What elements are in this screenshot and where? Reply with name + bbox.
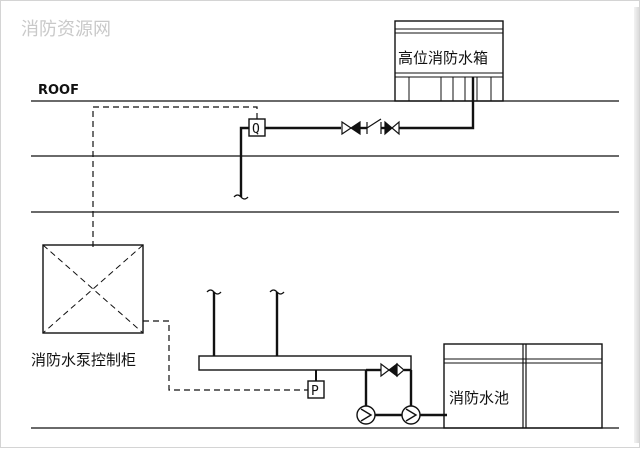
watermark-text: 消防资源网 [21,19,111,40]
flow-switch-signal-line [92,106,258,247]
riser-left-break-symbol [206,289,222,295]
fire-water-pool [443,343,603,429]
discharge-valves [380,362,411,378]
risers [212,292,279,356]
flow-switch-label: Q [252,122,260,137]
riser-right-break-symbol [269,289,285,295]
fire-pumps [356,405,421,425]
high-tank-label: 高位消防水箱 [398,49,488,67]
discharge-valve-a [380,362,390,378]
flow-switch-drop [239,126,249,197]
riser-down-pipe [239,126,249,197]
cabinet-diagonal-1 [42,244,144,334]
cabinet-box [42,244,144,334]
check-valve-flap [366,118,382,129]
pool-label: 消防水池 [449,389,509,407]
floor-lines [31,100,619,429]
gate-valve-right-a [384,120,393,136]
pump-discharge-pipes [364,368,413,406]
cabinet-diagonal-2 [42,244,144,334]
top-valve-group [341,118,400,136]
high-level-tank [394,20,504,102]
gate-valve-left-a [341,120,353,136]
tank-outlet-pipe [265,77,475,130]
gate-valve-left-b [349,120,361,136]
pressure-switch-signal-line [143,320,308,391]
pressure-switch-label: P [311,384,319,399]
cabinet-label: 消防水泵控制柜 [31,351,136,369]
fire-pump-1-arrow [360,408,373,422]
discharge-valve-c [396,362,405,378]
roof-label: ROOF [38,83,79,98]
pipe-break-symbol [233,194,249,200]
water-header-pipe [198,355,412,371]
pressure-switch-box [307,380,325,399]
pump-control-cabinet [42,244,144,334]
tank-drop-pipe [397,77,475,130]
fire-pump-2-arrow [405,408,418,422]
high-tank-body [394,20,504,102]
gate-valve-right-b [391,120,400,136]
